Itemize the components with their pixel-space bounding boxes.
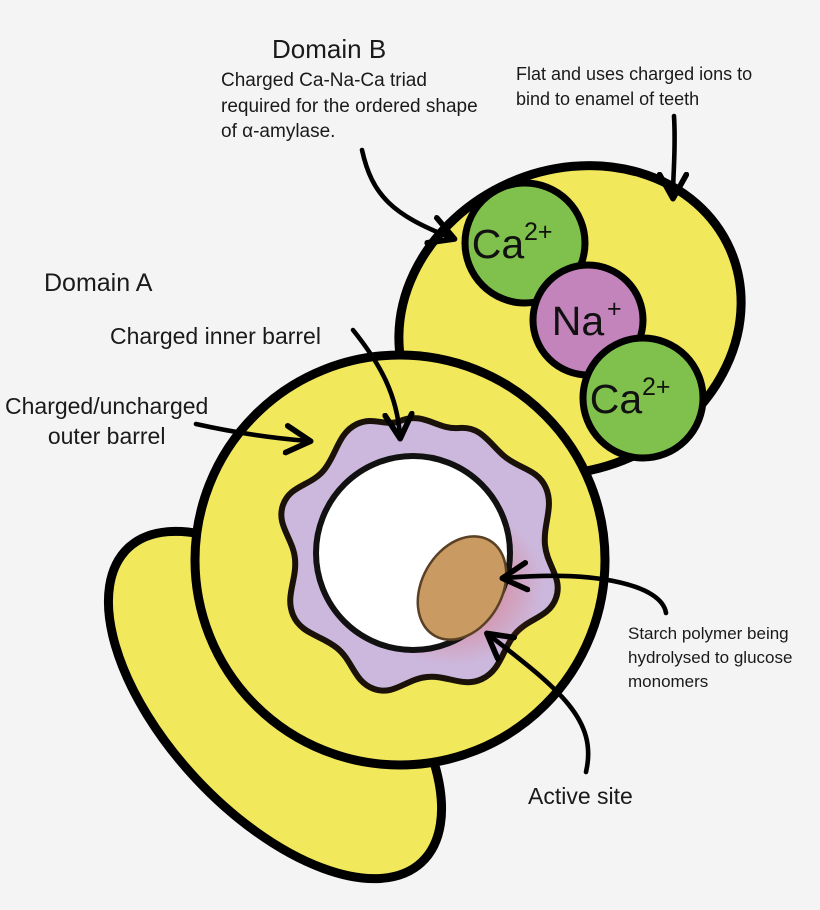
arrow-active-site [489,635,591,775]
label-charged-uncharged-outer-barrel: Charged/uncharged outer barrel [5,392,208,452]
outer-barrel-line-2: outer barrel [47,422,166,449]
arrow-outer-barrel [193,421,308,441]
calcium-ion-bottom: Ca 2+ [579,334,707,462]
ion-triad: Ca 2+ Na + Ca 2+ [461,179,707,462]
calcium-ion-bottom-label: Ca [590,376,643,422]
label-flat-binds-enamel: Flat and uses charged ions to bind to en… [516,64,753,109]
calcium-ion-bottom-charge: 2+ [642,373,671,401]
label-active-site: Active site [528,783,633,809]
label-domain-b-title: Domain B [272,34,387,64]
label-charged-inner-barrel: Charged inner barrel [110,323,321,349]
arrow-inner-barrel [350,327,400,436]
arrow-domain-b-to-ion [359,147,452,238]
calcium-ion-top-label: Ca [472,221,525,267]
sodium-ion-label: Na [552,298,605,344]
annotation-arrows [193,113,675,775]
label-starch-polymer: Starch polymer being hydrolysed to gluco… [628,624,793,692]
label-domain-b-description: Charged Ca-Na-Ca triad required for the … [221,70,478,143]
outer-barrel-line-1: Charged/uncharged [5,393,209,419]
calcium-ion-top-charge: 2+ [524,218,553,246]
arrow-starch [505,576,669,616]
sodium-ion-charge: + [607,295,622,323]
label-domain-a-title: Domain A [44,269,153,297]
starch-substrate [416,535,508,641]
arrow-flat-to-domain-b [673,113,675,196]
